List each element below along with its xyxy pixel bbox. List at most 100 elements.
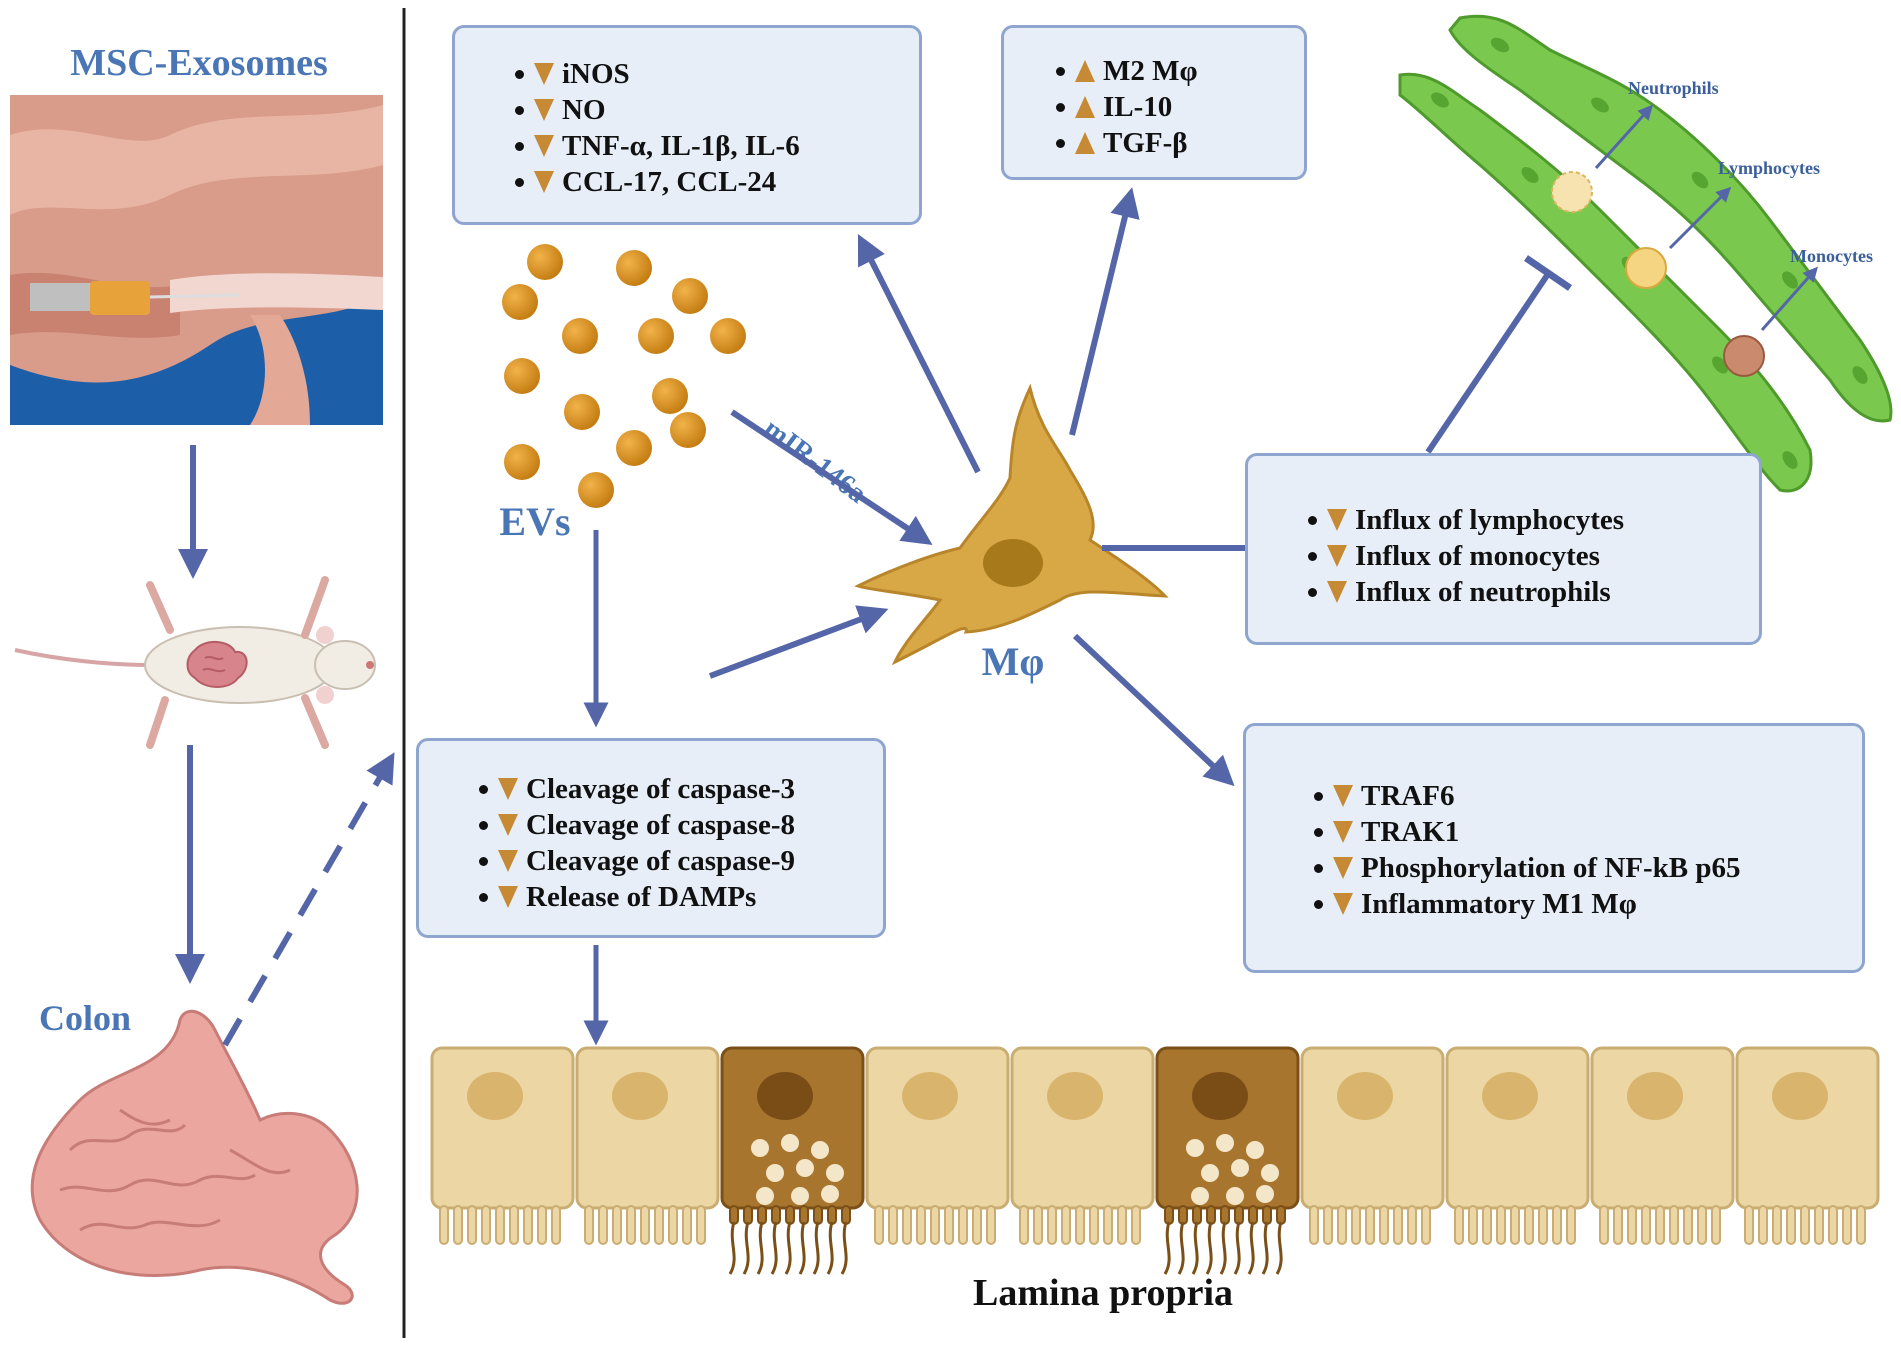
bullet-dot (515, 105, 524, 115)
decrease-triangle-icon (498, 814, 518, 836)
increase-triangle-icon (1075, 60, 1095, 82)
bullet-dot (1056, 66, 1065, 76)
arrow-monocytes (1760, 266, 1818, 331)
m2-item-text: IL-10 (1103, 91, 1173, 123)
decrease-triangle-icon (498, 778, 518, 800)
epithelial-cell (430, 1046, 575, 1245)
arrow-caspase-to-macrophage (708, 605, 889, 679)
decrease-triangle-icon (1333, 821, 1353, 843)
epithelial-cell (1735, 1046, 1880, 1245)
macrophage-cell (854, 383, 1169, 666)
bullet-dot (479, 820, 488, 830)
bullet-dot (1314, 899, 1323, 909)
epithelial-cell (1300, 1046, 1445, 1245)
decrease-triangle-icon (534, 63, 554, 85)
influx-item-text: Influx of monocytes (1355, 540, 1600, 572)
inos-item-text: NO (562, 94, 606, 126)
neutrophils-label: Neutrophils (1628, 78, 1719, 98)
caspase-item-text: Cleavage of caspase-9 (526, 845, 796, 877)
decrease-triangle-icon (534, 171, 554, 193)
injection-photo (10, 95, 383, 425)
increase-triangle-icon (1075, 96, 1095, 118)
increase-triangle-icon (1075, 132, 1095, 154)
arrow-macrophage-to-m2 (1069, 187, 1140, 436)
traf-item-text: TRAF6 (1361, 780, 1455, 812)
m2-item: M2 Mφ (1056, 53, 1304, 89)
inos-item: iNOS (515, 56, 919, 92)
epithelial-cell (1445, 1046, 1590, 1245)
decrease-triangle-icon (1333, 785, 1353, 807)
traf-item-text: TRAK1 (1361, 816, 1460, 848)
bullet-dot (479, 856, 488, 866)
mouse-illustration (14, 576, 376, 749)
inos-item: CCL-17, CCL-24 (515, 164, 919, 200)
bullet-dot (515, 141, 524, 151)
traf-item: Phosphorylation of NF-kB p65 (1314, 850, 1862, 886)
caspase-item: Cleavage of caspase-8 (479, 807, 883, 843)
m2-item: IL-10 (1056, 89, 1304, 125)
decrease-triangle-icon (534, 99, 554, 121)
decrease-triangle-icon (498, 850, 518, 872)
damaged-epithelial-cell (1155, 1046, 1300, 1275)
evs-label: EVs (499, 499, 570, 544)
influx-item-text: Influx of neutrophils (1355, 576, 1611, 608)
bullet-dot (1056, 138, 1065, 148)
caspase-item: Release of DAMPs (479, 879, 883, 915)
epithelial-cell (1590, 1046, 1735, 1245)
arrow-lymphocytes (1668, 186, 1732, 250)
bullet-dot (515, 69, 524, 79)
arrow-colon-to-caspase-dashed (222, 752, 395, 1047)
msc-exosomes-title: MSC-Exosomes (70, 42, 328, 84)
decrease-triangle-icon (498, 886, 518, 908)
m2-item-text: M2 Mφ (1103, 55, 1198, 87)
macrophage-label: Mφ (982, 639, 1045, 684)
bullet-dot (479, 784, 488, 794)
decrease-triangle-icon (1327, 545, 1347, 567)
bullet-dot (1308, 587, 1317, 597)
inhibition-bar (1524, 255, 1572, 291)
traf-item: Inflammatory M1 Mφ (1314, 886, 1862, 922)
epithelial-cell (575, 1046, 720, 1245)
caspase-item: Cleavage of caspase-3 (479, 771, 883, 807)
bullet-dot (515, 177, 524, 187)
caspase-item-text: Cleavage of caspase-3 (526, 773, 796, 805)
decrease-triangle-icon (1327, 509, 1347, 531)
caspase-item: Cleavage of caspase-9 (479, 843, 883, 879)
m2-item-text: TGF-β (1103, 127, 1188, 159)
damaged-epithelial-cell (720, 1046, 865, 1275)
bullet-dot (479, 892, 488, 902)
arrow-evs-to-macrophage (730, 409, 933, 545)
traf-item-text: Phosphorylation of NF-kB p65 (1361, 852, 1741, 884)
m2-item: TGF-β (1056, 125, 1304, 161)
caspase-item-text: Cleavage of caspase-8 (526, 809, 796, 841)
caspase-item-text: Release of DAMPs (526, 881, 757, 913)
decrease-triangle-icon (1327, 581, 1347, 603)
monocytes-label: Monocytes (1790, 246, 1873, 266)
bullet-dot (1314, 791, 1323, 801)
influx-item-text: Influx of lymphocytes (1355, 504, 1625, 536)
bullet-dot (1056, 102, 1065, 112)
bullet-dot (1314, 827, 1323, 837)
inos-item: NO (515, 92, 919, 128)
inos-item-text: CCL-17, CCL-24 (562, 166, 777, 198)
colon-label: Colon (39, 998, 131, 1038)
traf-item: TRAK1 (1314, 814, 1862, 850)
intestinal-epithelium (430, 1046, 1880, 1275)
influx-item: Influx of neutrophils (1308, 574, 1759, 610)
inos-item: TNF-α, IL-1β, IL-6 (515, 128, 919, 164)
traf-item-text: Inflammatory M1 Mφ (1361, 888, 1637, 920)
inos-item-text: iNOS (562, 58, 630, 90)
blood-vessel (1398, 14, 1893, 493)
bullet-dot (1308, 551, 1317, 561)
bullet-dot (1308, 515, 1317, 525)
arrow-macrophage-to-traf (1072, 633, 1235, 787)
arrow-influx-inhibits-vessel (1425, 272, 1551, 454)
decrease-triangle-icon (534, 135, 554, 157)
lymphocytes-label: Lymphocytes (1718, 158, 1820, 178)
influx-item: Influx of monocytes (1308, 538, 1759, 574)
